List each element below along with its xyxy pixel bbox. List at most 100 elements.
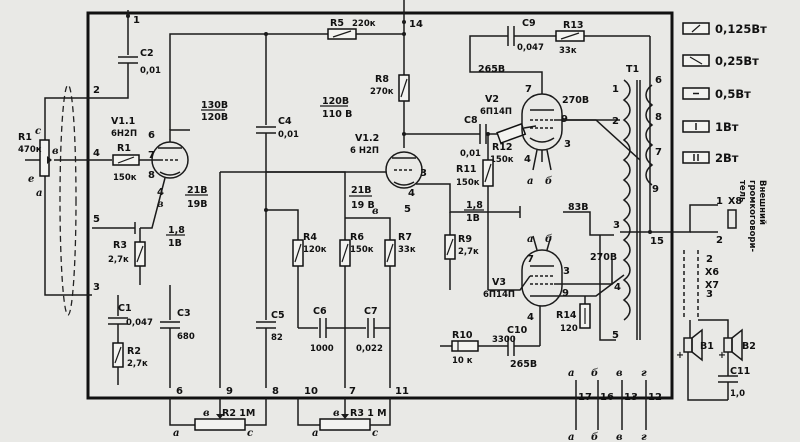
- r14-value: 120: [560, 324, 578, 334]
- r6-value: 150к: [350, 245, 374, 255]
- r13-name: R13: [563, 20, 584, 31]
- letter-a: а: [568, 368, 574, 379]
- r1b-name: R1: [117, 143, 131, 154]
- pin-12: 12: [648, 392, 662, 403]
- r5-name: R5: [330, 18, 344, 29]
- r2-value: 2,7к: [127, 359, 148, 369]
- c10-name: C10: [507, 325, 528, 336]
- r12-value: 150к: [490, 155, 514, 165]
- power-mark: [332, 30, 352, 38]
- r8-name: R8: [375, 74, 389, 85]
- v3-pin-4: 4: [527, 312, 534, 323]
- b1-speaker-magnet: [683, 337, 693, 353]
- grid-voltage-b: 1В: [168, 238, 182, 249]
- letter-c: с: [247, 428, 253, 439]
- power-mark: [294, 243, 302, 263]
- v3-name: V3: [492, 277, 506, 288]
- letter-a: а: [36, 188, 42, 199]
- power-mark: [136, 245, 144, 263]
- v12-pin-4: 4: [408, 188, 415, 199]
- v2-name: V2: [485, 94, 499, 105]
- power-mark: [386, 243, 394, 263]
- power-mark: [484, 163, 492, 183]
- r11-name: R11: [456, 164, 477, 175]
- r10-value: 10 к: [452, 356, 473, 366]
- v11-anode-voltage-b: 120В: [201, 112, 228, 123]
- r10-name: R10: [452, 330, 473, 341]
- wiper-arrow: [216, 414, 224, 419]
- t1-name: T1: [626, 64, 639, 75]
- letter-a: а: [173, 428, 179, 439]
- pin-1: 1: [133, 15, 140, 26]
- c6-value: 1000: [310, 344, 334, 354]
- v3-type: 6П14П: [483, 290, 515, 300]
- wire: [599, 235, 616, 341]
- r7-value: 33к: [398, 245, 416, 255]
- legend-label: 2Вт: [715, 151, 739, 165]
- r3pot-name: R3 1 М: [350, 408, 387, 419]
- wiper-arrow: [341, 414, 349, 419]
- letter-b: б: [545, 234, 552, 245]
- jack-icon: [727, 209, 737, 229]
- wire: [44, 97, 92, 140]
- power-mark: [117, 156, 135, 164]
- x8-pin-1: 1: [716, 196, 723, 207]
- wire: [488, 275, 531, 291]
- wire: [687, 352, 728, 401]
- r13-value: 33к: [559, 46, 577, 56]
- r12-body: [496, 122, 527, 145]
- pin-15: 15: [650, 236, 664, 247]
- v2-pin-7: 7: [525, 84, 532, 95]
- v3-pin-9: 9: [562, 288, 569, 299]
- v11-cathode: [159, 171, 181, 176]
- wire: [370, 398, 391, 426]
- letter-g: г: [641, 432, 647, 442]
- wire: [546, 235, 552, 251]
- v11-cathode-voltage: 21В: [187, 185, 207, 196]
- wire: [698, 319, 729, 338]
- letter-v: в: [372, 206, 379, 217]
- power-mark: [560, 32, 580, 40]
- letter-v: в: [616, 368, 623, 379]
- t1-pin-7: 7: [655, 147, 662, 158]
- v2-pin-4: 4: [524, 154, 531, 165]
- wire: [680, 204, 718, 233]
- r3pot-body: [319, 418, 371, 431]
- junction: [648, 230, 652, 234]
- wire: [554, 274, 625, 297]
- wire: [554, 260, 613, 285]
- r14-name: R14: [556, 310, 577, 321]
- pin-11: 11: [395, 386, 409, 397]
- letter-a: а: [568, 432, 574, 442]
- r11-value: 150к: [456, 178, 480, 188]
- tap-voltage: 83В: [568, 202, 588, 213]
- letter-c: с: [35, 126, 41, 137]
- v3-pin-3: 3: [563, 266, 570, 277]
- v11-pin-6: 6: [148, 130, 155, 141]
- power-mark: [341, 243, 349, 263]
- pin-5: 5: [93, 214, 100, 225]
- r1-pot-name: R1: [18, 132, 32, 143]
- speaker-label: Внешний громкоговори- тель: [737, 180, 767, 255]
- v12-grid-voltage: 1,8: [466, 200, 483, 211]
- v11-anode-voltage: 130В: [201, 100, 228, 111]
- r9-name: R9: [458, 234, 472, 245]
- v12-cathode-voltage-b: 19 В: [351, 200, 375, 211]
- v2-voltage: 265В: [478, 64, 505, 75]
- wire: [140, 177, 166, 229]
- pin-2: 2: [93, 85, 100, 96]
- r8-value: 270к: [370, 87, 394, 97]
- x-pin-3: 3: [706, 289, 713, 300]
- legend-item-2: 2Вт: [682, 151, 739, 165]
- pin-9: 9: [226, 386, 233, 397]
- pin-17: 17: [578, 392, 592, 403]
- legend-symbol: [682, 151, 710, 164]
- c3-value: 680: [177, 332, 195, 342]
- letter-v: в: [333, 408, 340, 419]
- v11-pin-7: 7: [148, 150, 155, 161]
- legend-item-0125: 0,125Вт: [682, 22, 767, 36]
- t1-pin-5: 5: [612, 330, 619, 341]
- x7-name: X7: [705, 280, 719, 291]
- v12-pin-3: 3: [420, 168, 427, 179]
- c8-name: C8: [464, 115, 478, 126]
